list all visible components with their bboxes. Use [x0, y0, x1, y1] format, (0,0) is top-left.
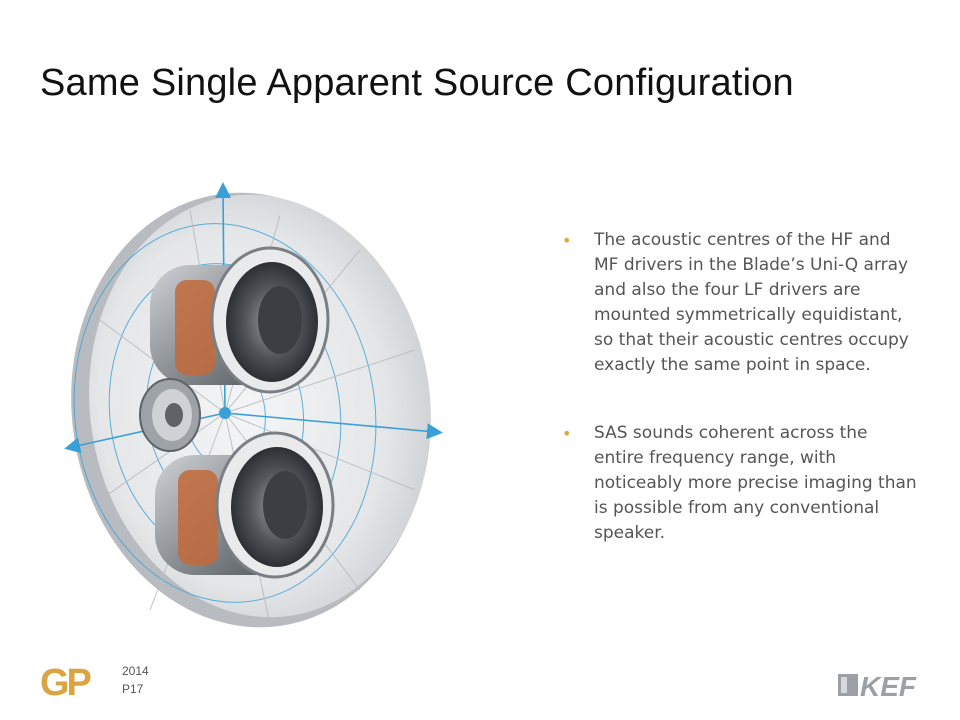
svg-text:KEF: KEF [860, 671, 917, 700]
gp-logo: GP [40, 664, 95, 700]
bullet-marker: • [562, 231, 572, 250]
footer-page-number: P17 [122, 682, 144, 696]
bullet-list: • The acoustic centres of the HF and MF … [560, 228, 920, 546]
bullet-marker: • [562, 424, 572, 443]
uni-q-driver [139, 378, 231, 452]
slide-title: Same Single Apparent Source Configuratio… [40, 62, 794, 104]
svg-text:GP: GP [40, 664, 92, 700]
speaker-array-illustration [64, 182, 443, 628]
lower-lf-driver [155, 431, 335, 579]
kef-logo: KEF [838, 671, 917, 700]
bullet-item: • SAS sounds coherent across the entire … [560, 421, 920, 546]
bullet-text: SAS sounds coherent across the entire fr… [594, 423, 917, 543]
upper-lf-driver [150, 246, 330, 394]
footer-year: 2014 [122, 664, 149, 678]
bullet-text: The acoustic centres of the HF and MF dr… [594, 230, 909, 375]
bullet-item: • The acoustic centres of the HF and MF … [560, 228, 920, 378]
